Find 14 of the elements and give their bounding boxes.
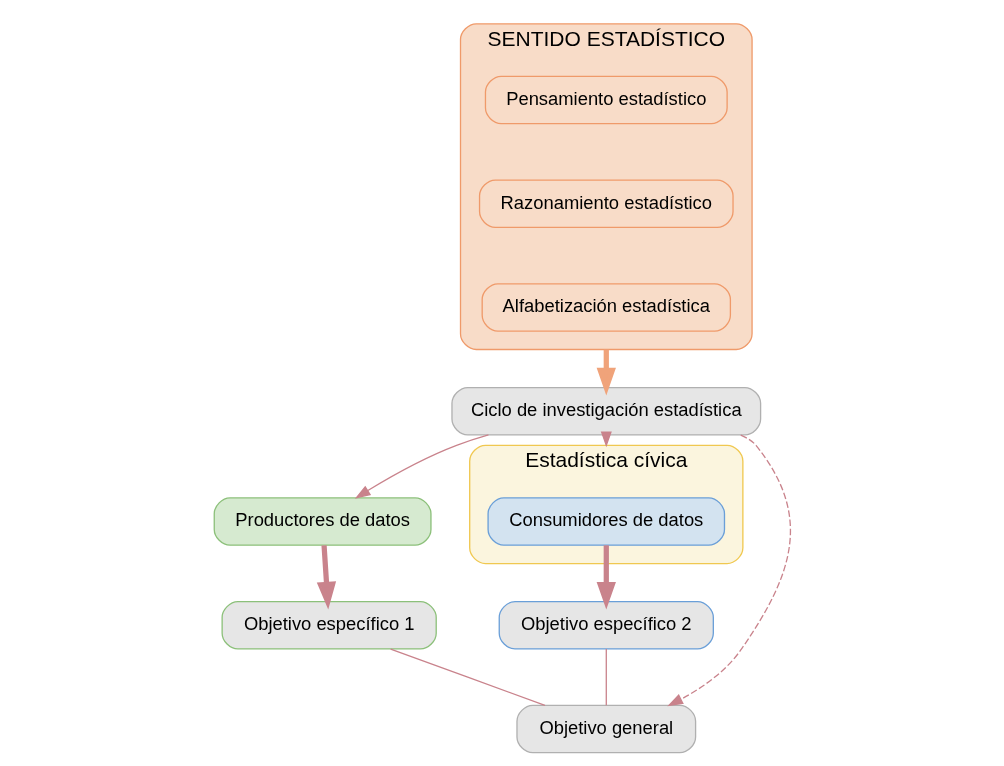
connector (605, 648, 607, 707)
node-box: Alfabetización estadística (481, 283, 731, 332)
node-box: Razonamiento estadístico (478, 179, 734, 229)
node-box: Objetivo específico 2 (498, 601, 714, 650)
node-box: Objetivo específico 1 (220, 601, 437, 650)
node-box: Pensamiento estadístico (484, 75, 728, 125)
node-box: Objetivo general (515, 704, 696, 754)
connector (389, 648, 546, 707)
arrow (596, 545, 616, 610)
arrow (666, 434, 791, 707)
node-box: Productores de datos (213, 497, 432, 546)
node-box: Consumidores de datos (486, 497, 725, 546)
arrow (596, 349, 616, 396)
arrow (316, 545, 336, 610)
